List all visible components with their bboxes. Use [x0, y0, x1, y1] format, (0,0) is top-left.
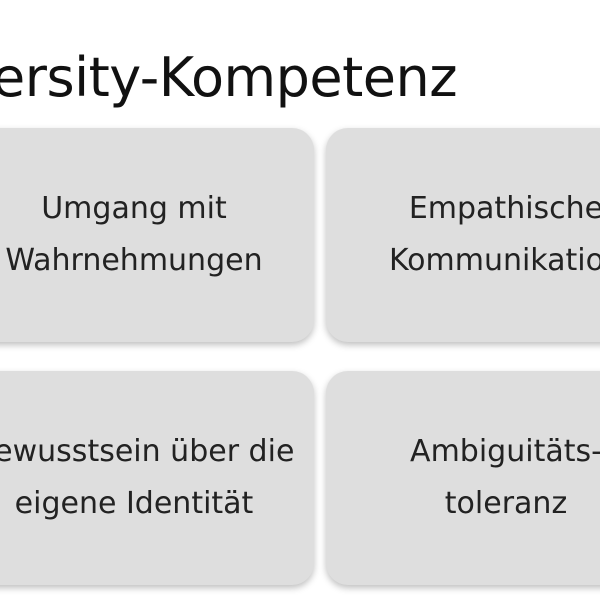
slide-title-area: Diversity-Kompetenz [0, 35, 600, 121]
card-ambiguity-tolerance: Ambiguitäts- toleranz [326, 371, 600, 585]
card-label: Empathische Kommunikation [388, 191, 600, 278]
card-perceptions: Umgang mit Wahrnehmungen [0, 128, 314, 342]
card-label: Umgang mit Wahrnehmungen [5, 191, 263, 278]
card-empathic-communication: Empathische Kommunikation [326, 128, 600, 342]
card-own-identity: Bewusstsein über die eigene Identität [0, 371, 314, 585]
card-label: Ambiguitäts- toleranz [410, 434, 600, 521]
card-label: Bewusstsein über die eigene Identität [0, 434, 295, 521]
slide-title: Diversity-Kompetenz [0, 46, 458, 109]
